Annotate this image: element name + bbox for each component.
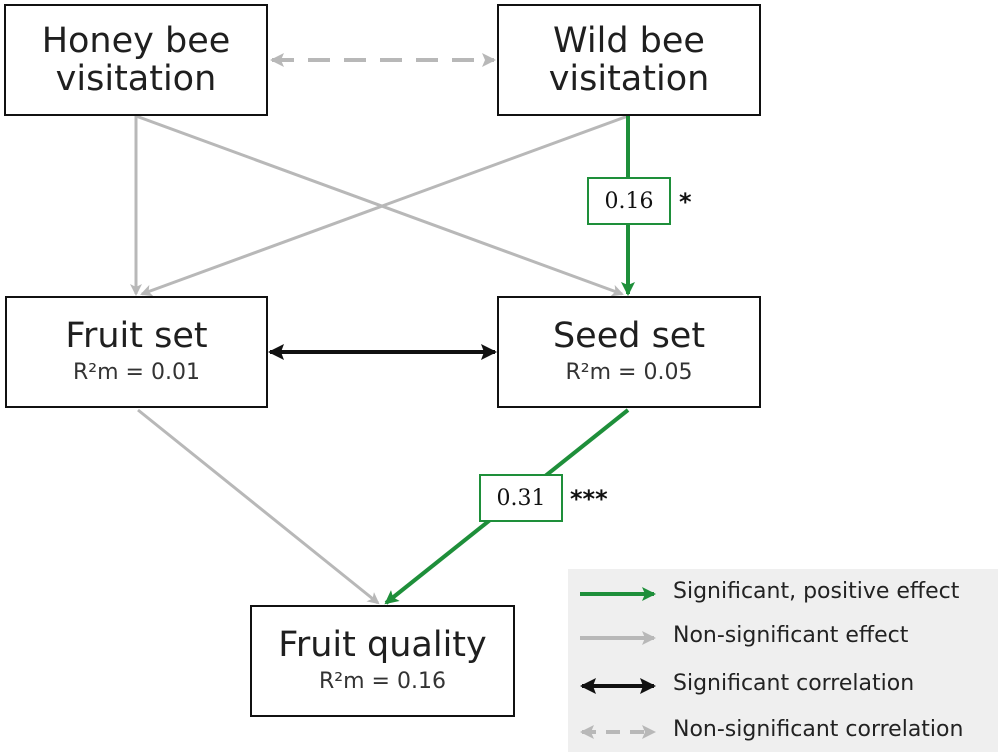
legend-black-double-arrow bbox=[580, 678, 656, 694]
node-wild-bee-visitation: Wild bee visitation bbox=[497, 4, 761, 116]
node-r2: R²m = 0.01 bbox=[73, 360, 200, 385]
legend-item-nonsignificant-effect: Non-significant effect bbox=[568, 619, 998, 657]
node-fruit-quality: Fruit quality R²m = 0.16 bbox=[250, 605, 515, 717]
node-title: Fruit set bbox=[65, 316, 208, 356]
coef-seedset-quality: 0.31 bbox=[479, 474, 563, 522]
node-title: Seed set bbox=[552, 316, 706, 356]
legend-green-arrow bbox=[580, 587, 656, 601]
legend-label: Non-significant correlation bbox=[673, 717, 964, 742]
legend: Significant, positive effect Non-signifi… bbox=[568, 569, 998, 752]
legend-item-significant-effect: Significant, positive effect bbox=[568, 575, 998, 613]
legend-item-significant-correlation: Significant correlation bbox=[568, 667, 998, 705]
node-title: Honey bee visitation bbox=[41, 21, 231, 99]
node-title: Fruit quality bbox=[278, 625, 487, 665]
legend-item-nonsignificant-correlation: Non-significant correlation bbox=[568, 713, 998, 751]
coef-wild-seedset: 0.16 bbox=[587, 177, 671, 225]
edge-fruitset-quality bbox=[137, 408, 380, 605]
edge-honey-seedset bbox=[135, 114, 624, 297]
legend-label: Significant correlation bbox=[673, 671, 915, 696]
sig-wild-seedset: * bbox=[679, 188, 692, 216]
node-r2: R²m = 0.16 bbox=[319, 669, 446, 694]
legend-grey-dashed-double-arrow bbox=[580, 725, 656, 739]
edge-wild-fruitset bbox=[140, 114, 629, 297]
node-fruit-set: Fruit set R²m = 0.01 bbox=[5, 296, 268, 408]
legend-label: Non-significant effect bbox=[673, 623, 909, 648]
legend-grey-arrow bbox=[580, 631, 656, 645]
sig-seedset-quality: *** bbox=[570, 485, 608, 513]
legend-label: Significant, positive effect bbox=[673, 579, 960, 604]
node-honey-bee-visitation: Honey bee visitation bbox=[4, 4, 268, 116]
node-r2: R²m = 0.05 bbox=[565, 360, 693, 385]
node-seed-set: Seed set R²m = 0.05 bbox=[497, 296, 761, 408]
node-title: Wild bee visitation bbox=[548, 21, 710, 99]
